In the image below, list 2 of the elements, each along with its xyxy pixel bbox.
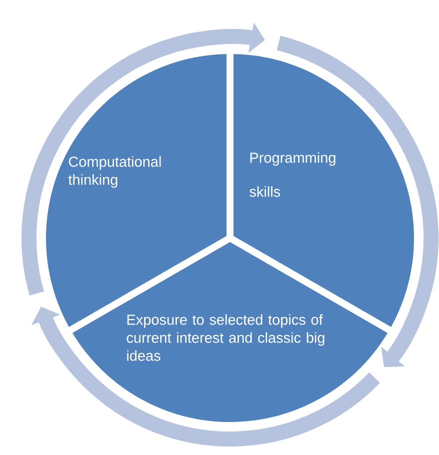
node-label: Computational thinking	[68, 156, 161, 188]
node-label: Programming skills	[250, 152, 336, 197]
